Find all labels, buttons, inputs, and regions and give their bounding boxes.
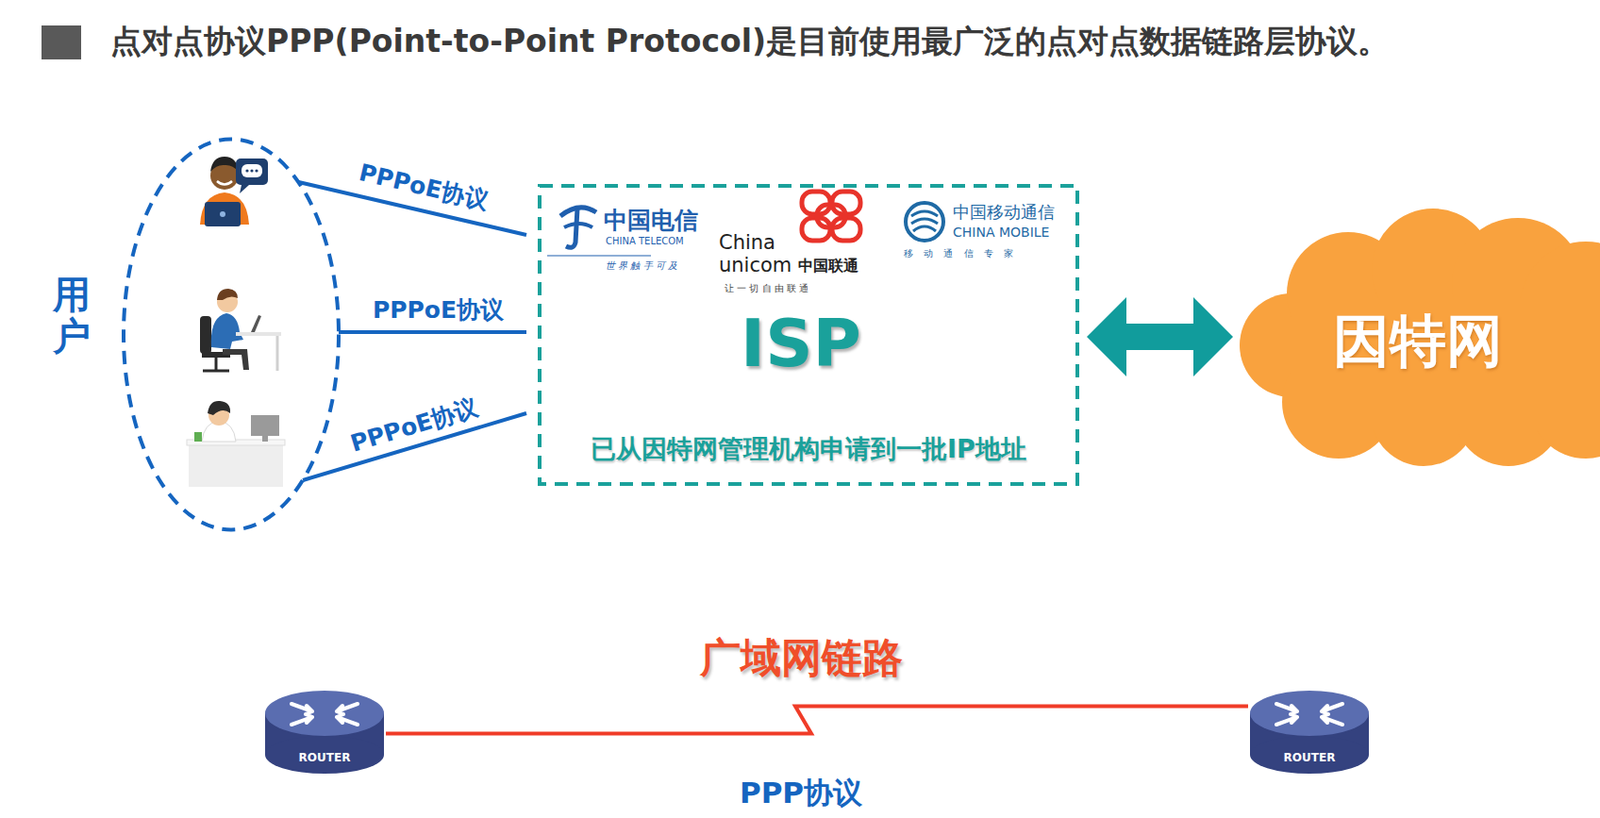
logo-text: CHINA MOBILE [952, 224, 1050, 240]
logo-text: 中国联通 [798, 256, 859, 277]
wan-link [385, 706, 1249, 734]
mobile-logo [905, 202, 944, 241]
logo-text: 移 动 通 信 专 家 [903, 247, 1017, 261]
router-symbol [265, 690, 384, 774]
pppoe-line [338, 330, 527, 334]
internet-cloud: 因特网 [1234, 203, 1600, 469]
connector [338, 332, 527, 334]
isp-box: ISP 已从因特网管理机构申请到一批IP地址 中国电信CHINA TELECOM 世 … [537, 183, 1080, 486]
logo-text: 中国移动通信 [952, 200, 1055, 224]
edge-label: PPPoE协议 [355, 156, 491, 217]
diagram-title: 点对点协议PPP(Point-to-Point Protocol)是目前使用最广… [110, 20, 1389, 64]
double-arrow [1086, 297, 1234, 377]
title-bullet [41, 25, 82, 60]
isp-note: 已从因特网管理机构申请到一批IP地址 [590, 432, 1027, 467]
logo-text: China [718, 231, 776, 254]
connector [1086, 297, 1234, 377]
router-text: ROUTER [299, 750, 351, 765]
router-symbol [1250, 690, 1369, 774]
logo-text: 中国电信 [603, 204, 699, 236]
router-node: ROUTER [1248, 686, 1371, 777]
router-text: ROUTER [1283, 750, 1336, 765]
cloud-text: 因特网 [1333, 303, 1503, 381]
user-icon [186, 400, 285, 487]
cloud-shape [1239, 208, 1600, 467]
logo-text: CHINA TELECOM [605, 235, 684, 247]
user-group-ellipse: 用户 [120, 135, 342, 534]
router-node: ROUTER [263, 686, 386, 777]
user-icon [200, 288, 282, 371]
dashed-ellipse [123, 139, 339, 531]
unicom-logo [801, 191, 861, 241]
user-icon [200, 156, 268, 227]
edge-label: PPPoE协议 [372, 294, 504, 326]
edge-label: PPPoE协议 [346, 391, 482, 460]
link-caption: PPP协议 [739, 773, 863, 814]
logo-text: unicom [718, 253, 792, 277]
logo-text: 让 一 切 自 由 联 通 [724, 282, 809, 296]
connector [385, 706, 1249, 734]
edge-label: 广域网链路 [700, 631, 903, 686]
isp-heading: ISP [740, 304, 862, 383]
node-outline [120, 135, 342, 534]
dashed-box [539, 185, 1078, 484]
logo-text: 世 界 触 手 可 及 [605, 259, 678, 273]
group-heading: 用户 [52, 273, 91, 357]
